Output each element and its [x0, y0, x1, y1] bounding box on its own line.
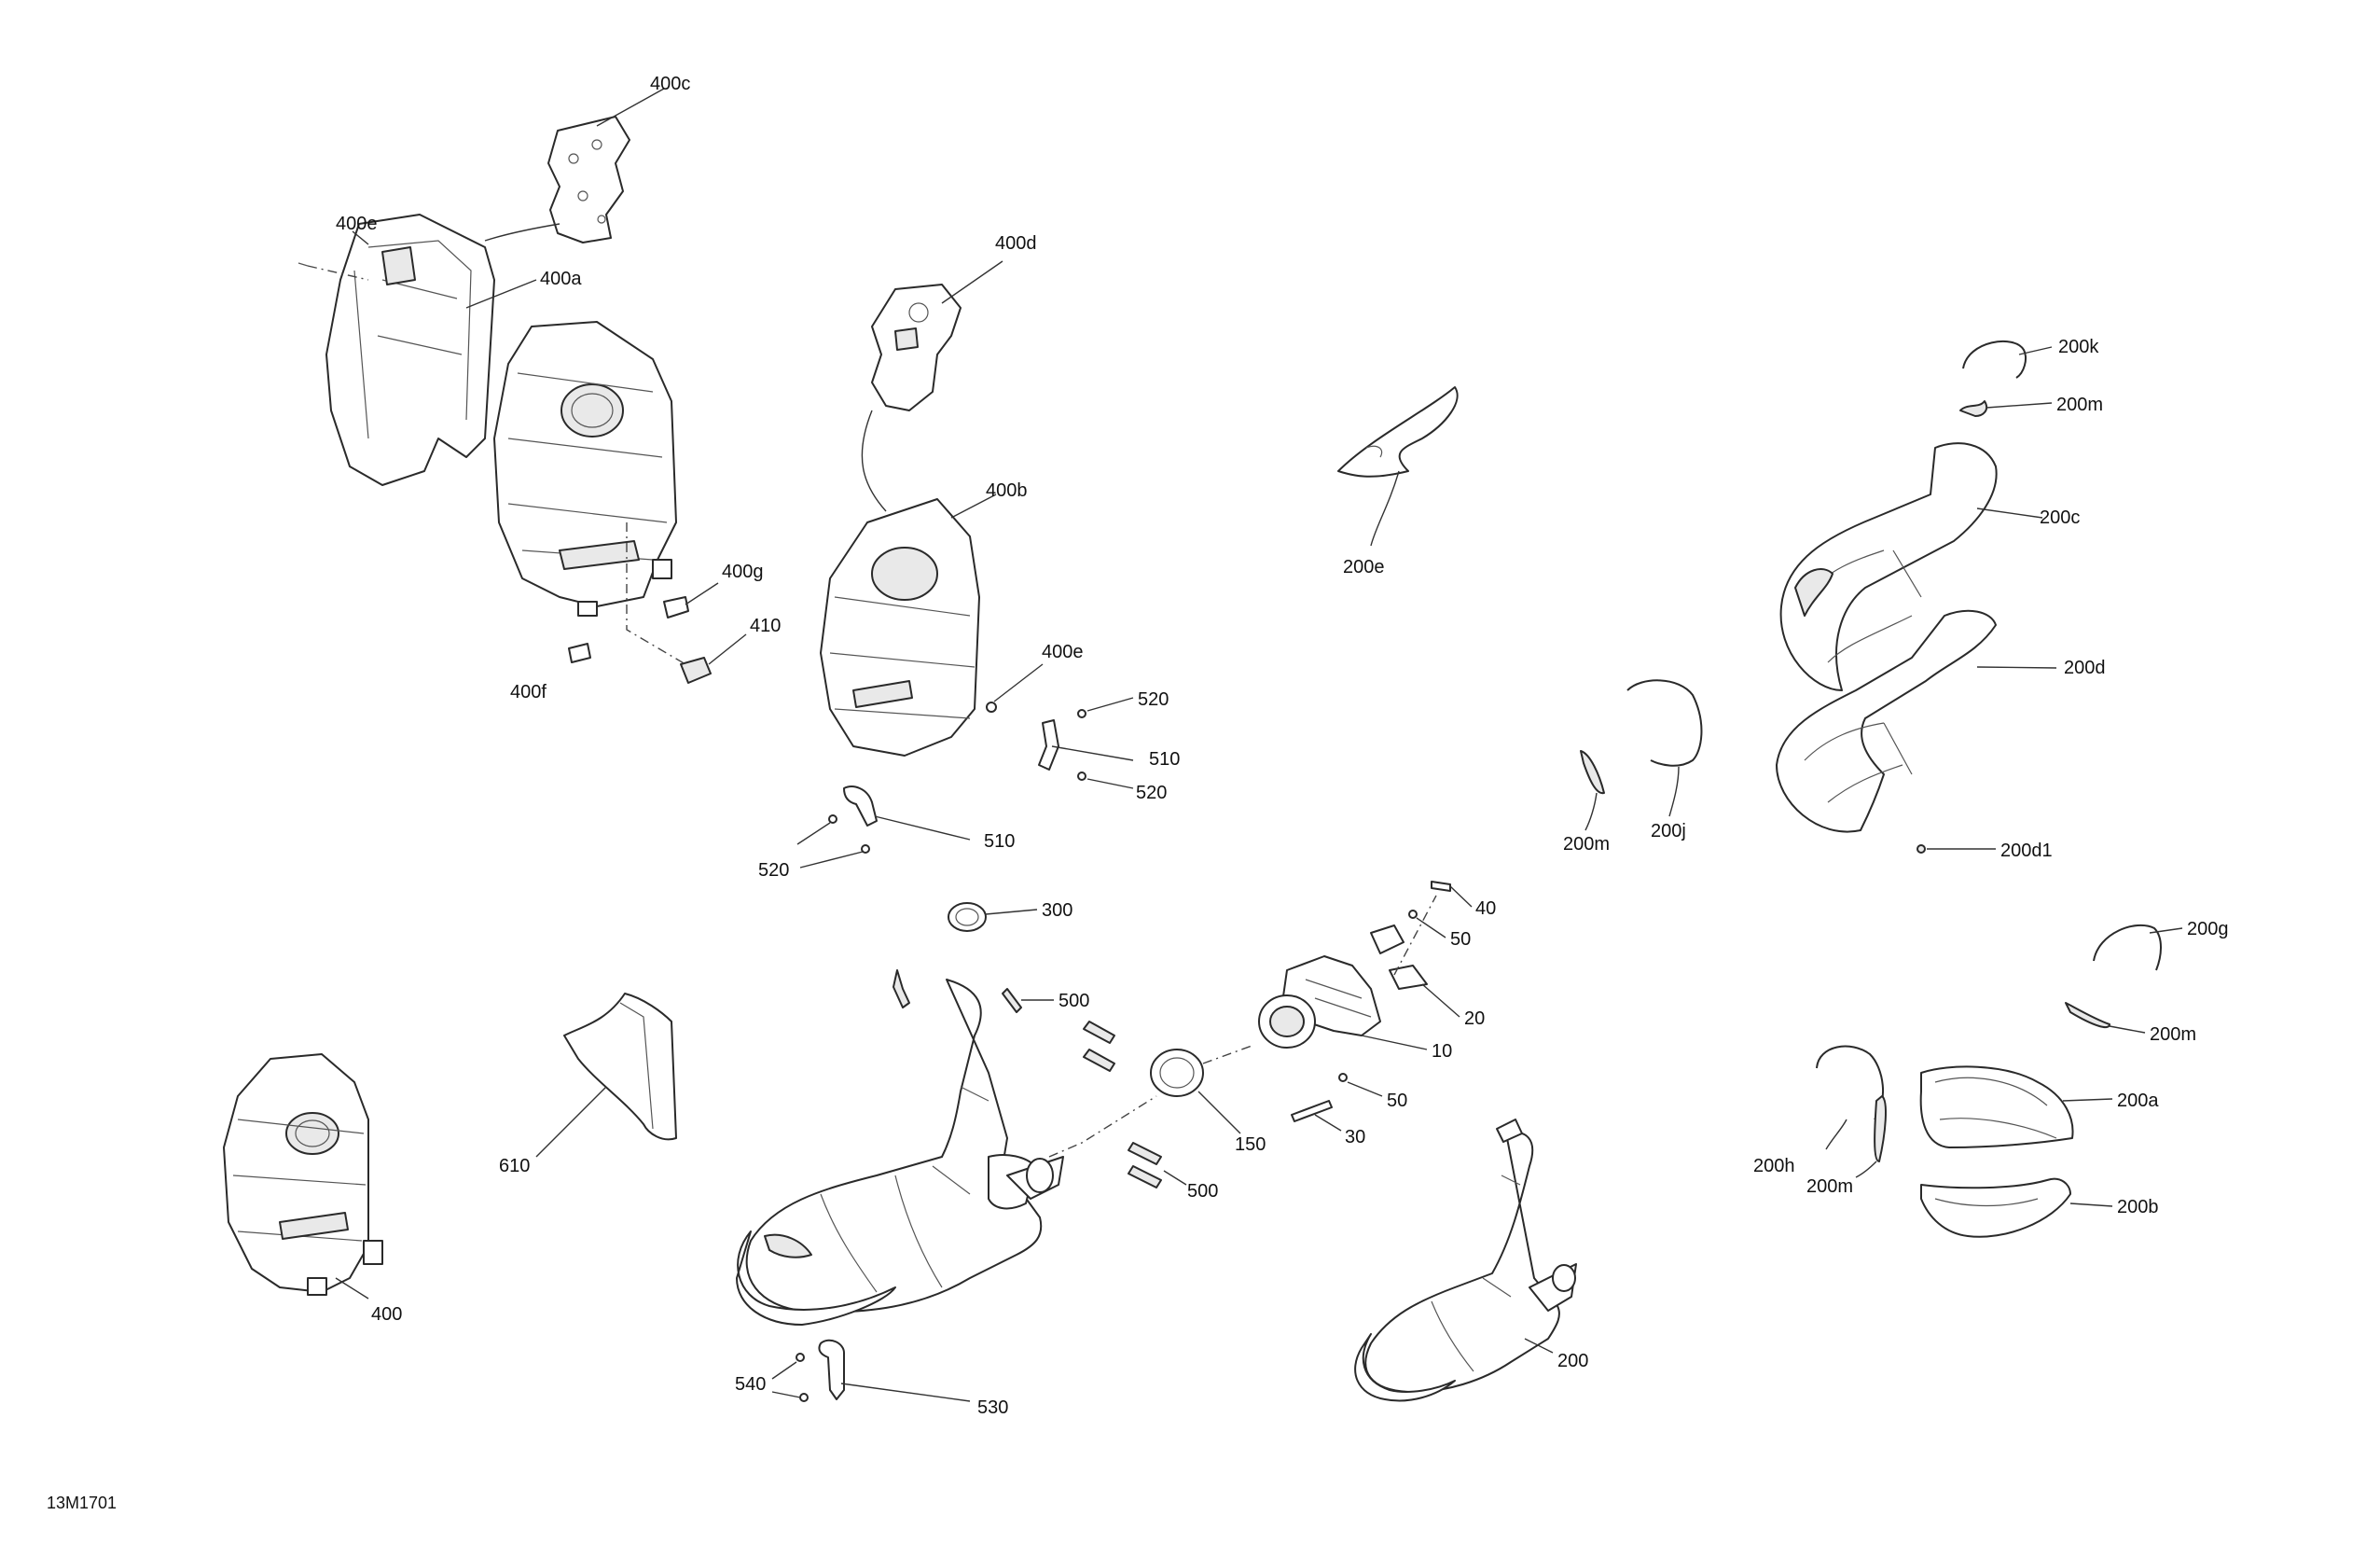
- bolt-40: [1431, 881, 1473, 908]
- ring-clamp-200g: [2093, 924, 2183, 971]
- callout-150: 150: [1235, 1134, 1266, 1155]
- callout-510-b: 510: [984, 831, 1015, 852]
- heat-shield-610: [535, 993, 677, 1158]
- sensor-410: [626, 522, 747, 684]
- callout-400b: 400b: [986, 480, 1028, 501]
- screw-400e-mid: [986, 663, 1044, 713]
- callout-400g: 400g: [722, 562, 764, 582]
- callout-400: 400: [371, 1304, 402, 1325]
- bracket-400f: [568, 643, 591, 663]
- callout-520-b: 520: [1136, 783, 1167, 803]
- callout-200g: 200g: [2187, 919, 2229, 939]
- callout-50-a: 50: [1450, 929, 1471, 950]
- nut-520-b: [1077, 772, 1134, 789]
- pipe-shell-200d: [1776, 609, 2057, 833]
- callout-400e-top: 400e: [336, 214, 378, 234]
- callout-610: 610: [499, 1156, 530, 1176]
- muffler-400: [223, 1053, 383, 1300]
- callout-200k: 200k: [2058, 337, 2099, 357]
- callout-500-a: 500: [1059, 991, 1089, 1011]
- exhaust-manifold-10: [1258, 895, 1437, 1050]
- callout-200m-a: 200m: [2056, 395, 2103, 415]
- nut-520-a: [1077, 697, 1134, 718]
- callout-200a: 200a: [2117, 1091, 2159, 1111]
- muffler-400b: [820, 493, 997, 757]
- spring-200m-b: [1580, 750, 1605, 831]
- callout-200b: 200b: [2117, 1197, 2159, 1217]
- callout-200c: 200c: [2040, 507, 2080, 528]
- tuned-pipe-assembly: [736, 979, 1157, 1326]
- callout-530: 530: [977, 1397, 1008, 1418]
- spring-bracket-510-a: [1038, 719, 1134, 771]
- callout-400d: 400d: [995, 233, 1037, 254]
- diagram-code: 13M1701: [47, 1494, 117, 1512]
- callout-540: 540: [735, 1374, 766, 1395]
- heat-shield-200e: [1337, 386, 1459, 547]
- pipe-200: [1354, 1119, 1577, 1402]
- callout-50-b: 50: [1387, 1091, 1407, 1111]
- pipe-shell-200b: [1920, 1177, 2113, 1238]
- ring-clamp-200j: [1626, 679, 1703, 817]
- muffler-body-400: [493, 321, 677, 617]
- screw-400e-top: [298, 230, 369, 281]
- callout-300: 300: [1042, 900, 1072, 921]
- callout-510-a: 510: [1149, 749, 1180, 770]
- ring-clamp-200h: [1816, 1045, 1885, 1150]
- callout-200m-c: 200m: [2150, 1024, 2196, 1045]
- callout-40: 40: [1475, 898, 1496, 919]
- spring-200m-d: [1855, 1095, 1887, 1178]
- stud-30: [1291, 1100, 1342, 1132]
- spring-500-b: [1128, 1142, 1187, 1189]
- callout-400e-mid: 400e: [1042, 642, 1084, 662]
- callout-200h: 200h: [1753, 1156, 1795, 1176]
- callout-200e: 200e: [1343, 557, 1385, 577]
- nut-540: [771, 1353, 809, 1402]
- callout-520-a: 520: [1138, 689, 1169, 710]
- spring-200m-c: [2065, 1002, 2146, 1034]
- rivet-200d1: [1916, 844, 1996, 854]
- muffler-cover-400a: [325, 214, 537, 486]
- callout-400c: 400c: [650, 74, 690, 94]
- callout-20: 20: [1464, 1008, 1485, 1029]
- heat-shield-400c: [484, 88, 665, 243]
- ring-clamp-200k: [1962, 340, 2053, 379]
- spring-500-a: [892, 969, 1115, 1072]
- callout-30: 30: [1345, 1127, 1365, 1147]
- spring-200m-a: [1959, 400, 2053, 417]
- bracket-400g: [663, 582, 719, 619]
- callout-200d1: 200d1: [2000, 841, 2053, 861]
- callout-500-b: 500: [1187, 1181, 1218, 1202]
- callout-520-c: 520: [758, 860, 789, 881]
- washer-50-b: [1338, 1073, 1383, 1097]
- callout-400f: 400f: [510, 682, 547, 702]
- heat-shield-400d: [861, 260, 1003, 512]
- seal-ring-300: [948, 902, 1038, 932]
- callout-200: 200: [1557, 1351, 1588, 1371]
- callout-200m-b: 200m: [1563, 834, 1610, 855]
- pipe-shell-200c: [1779, 442, 2043, 691]
- hanger-530: [818, 1339, 971, 1402]
- nut-520-c: [796, 814, 870, 869]
- spring-bracket-510-b: [843, 785, 971, 841]
- callout-200j: 200j: [1651, 821, 1686, 841]
- pipe-shell-200a: [1919, 1065, 2113, 1148]
- callout-10: 10: [1432, 1041, 1452, 1062]
- callout-410: 410: [750, 616, 781, 636]
- gasket-20: [1370, 924, 1460, 1018]
- callout-200d: 200d: [2064, 658, 2106, 678]
- callout-400a: 400a: [540, 269, 582, 289]
- washer-50-a: [1408, 910, 1446, 938]
- callout-200m-d: 200m: [1806, 1176, 1853, 1197]
- seal-ring-150: [1150, 1044, 1255, 1134]
